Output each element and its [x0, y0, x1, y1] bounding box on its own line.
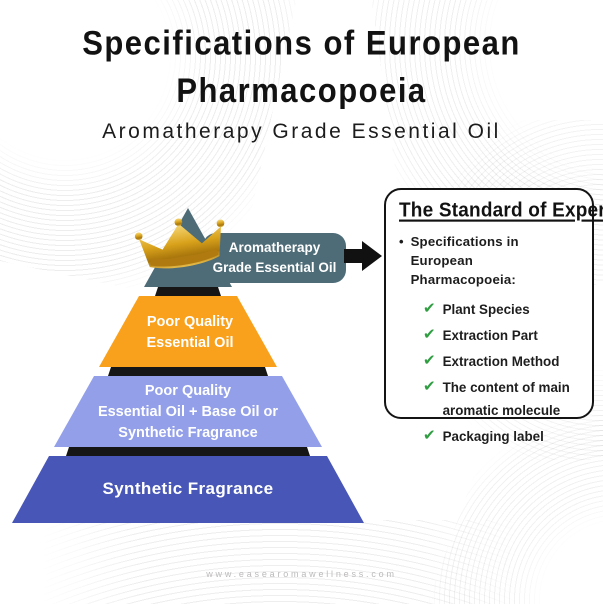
checklist-item-label: Plant Species — [442, 302, 530, 317]
checklist-item: ✔ Extraction Method — [423, 350, 582, 373]
expert-bullet-text: Specifications in European Pharmacopoeia… — [410, 234, 519, 287]
page-title-line1: Specifications of European — [82, 23, 521, 63]
crown-icon — [134, 218, 225, 269]
checklist-item-label: The content of main aromatic molecule — [442, 380, 570, 418]
tier-2-line-2: Essential Oil — [146, 335, 234, 351]
page-title-line2: Pharmacopoeia — [176, 70, 427, 110]
pyramid-separator-2 — [108, 367, 268, 376]
tier-2-line-1: Poor Quality — [146, 314, 234, 330]
expert-panel: The Standard of Expert • Specifications … — [384, 188, 603, 444]
pyramid-tier-2-label: Poor Quality Essential Oil — [110, 312, 270, 354]
checklist-item: ✔ Extraction Part — [423, 324, 582, 347]
tier-3-line-1: Poor Quality — [144, 383, 232, 399]
checkmark-icon: ✔ — [423, 427, 436, 444]
page-subtitle: Aromatherapy Grade Essential Oil — [102, 120, 501, 143]
tier-1-line-2: Grade Essential Oil — [212, 260, 337, 275]
page-title: Specifications of European Pharmacopoeia — [0, 20, 603, 114]
arrow-right-shape — [344, 241, 382, 271]
expert-panel-title: The Standard of Expert — [399, 199, 603, 222]
expert-bullet-row: • Specifications in European Pharmacopoe… — [399, 232, 582, 289]
tier-4-line-1: Synthetic Fragrance — [102, 479, 274, 498]
pyramid-tier-4-label: Synthetic Fragrance — [68, 479, 308, 499]
pyramid-tier-3-shape — [54, 376, 322, 447]
checklist-item: ✔ Packaging label — [423, 425, 582, 448]
checkmark-icon: ✔ — [423, 378, 436, 395]
checkmark-icon: ✔ — [423, 300, 436, 317]
pyramid-tier-2-shape — [99, 296, 277, 367]
checklist-item-label: Extraction Part — [442, 328, 538, 343]
checklist-item: ✔ Plant Species — [423, 298, 582, 321]
header: Specifications of European Pharmacopoeia… — [0, 20, 603, 144]
footer: www.easearomawellness.com — [0, 569, 603, 579]
crown-finial-right — [216, 219, 225, 228]
checklist-item-label: Extraction Method — [442, 354, 560, 369]
crown-finial-center — [174, 218, 183, 227]
bullet-icon: • — [399, 234, 404, 249]
crown-finial-left — [134, 232, 143, 241]
pyramid-separator-3 — [66, 447, 310, 456]
pyramid-separator-1 — [155, 287, 221, 296]
pyramid-tier-1-label: Aromatherapy Grade Essential Oil — [203, 233, 346, 283]
spec-checklist: ✔ Plant Species ✔ Extraction Part ✔ Extr… — [423, 298, 582, 448]
crown-band — [150, 248, 219, 267]
tier-3-line-3: Synthetic Fragrance — [118, 425, 258, 441]
checkmark-icon: ✔ — [423, 352, 436, 369]
website-url: www.easearomawellness.com — [206, 569, 397, 579]
tier-1-line-1: Aromatherapy — [228, 240, 321, 255]
arrow-right-icon — [344, 241, 382, 271]
tier-3-line-2: Essential Oil + Base Oil or — [97, 404, 279, 420]
checkmark-icon: ✔ — [423, 326, 436, 343]
pyramid-tier-3-label: Poor Quality Essential Oil + Base Oil or… — [83, 381, 293, 444]
checklist-item: ✔ The content of main aromatic molecule — [423, 376, 582, 422]
pyramid-tier-4-shape — [12, 456, 364, 523]
checklist-item-label: Packaging label — [442, 429, 544, 444]
